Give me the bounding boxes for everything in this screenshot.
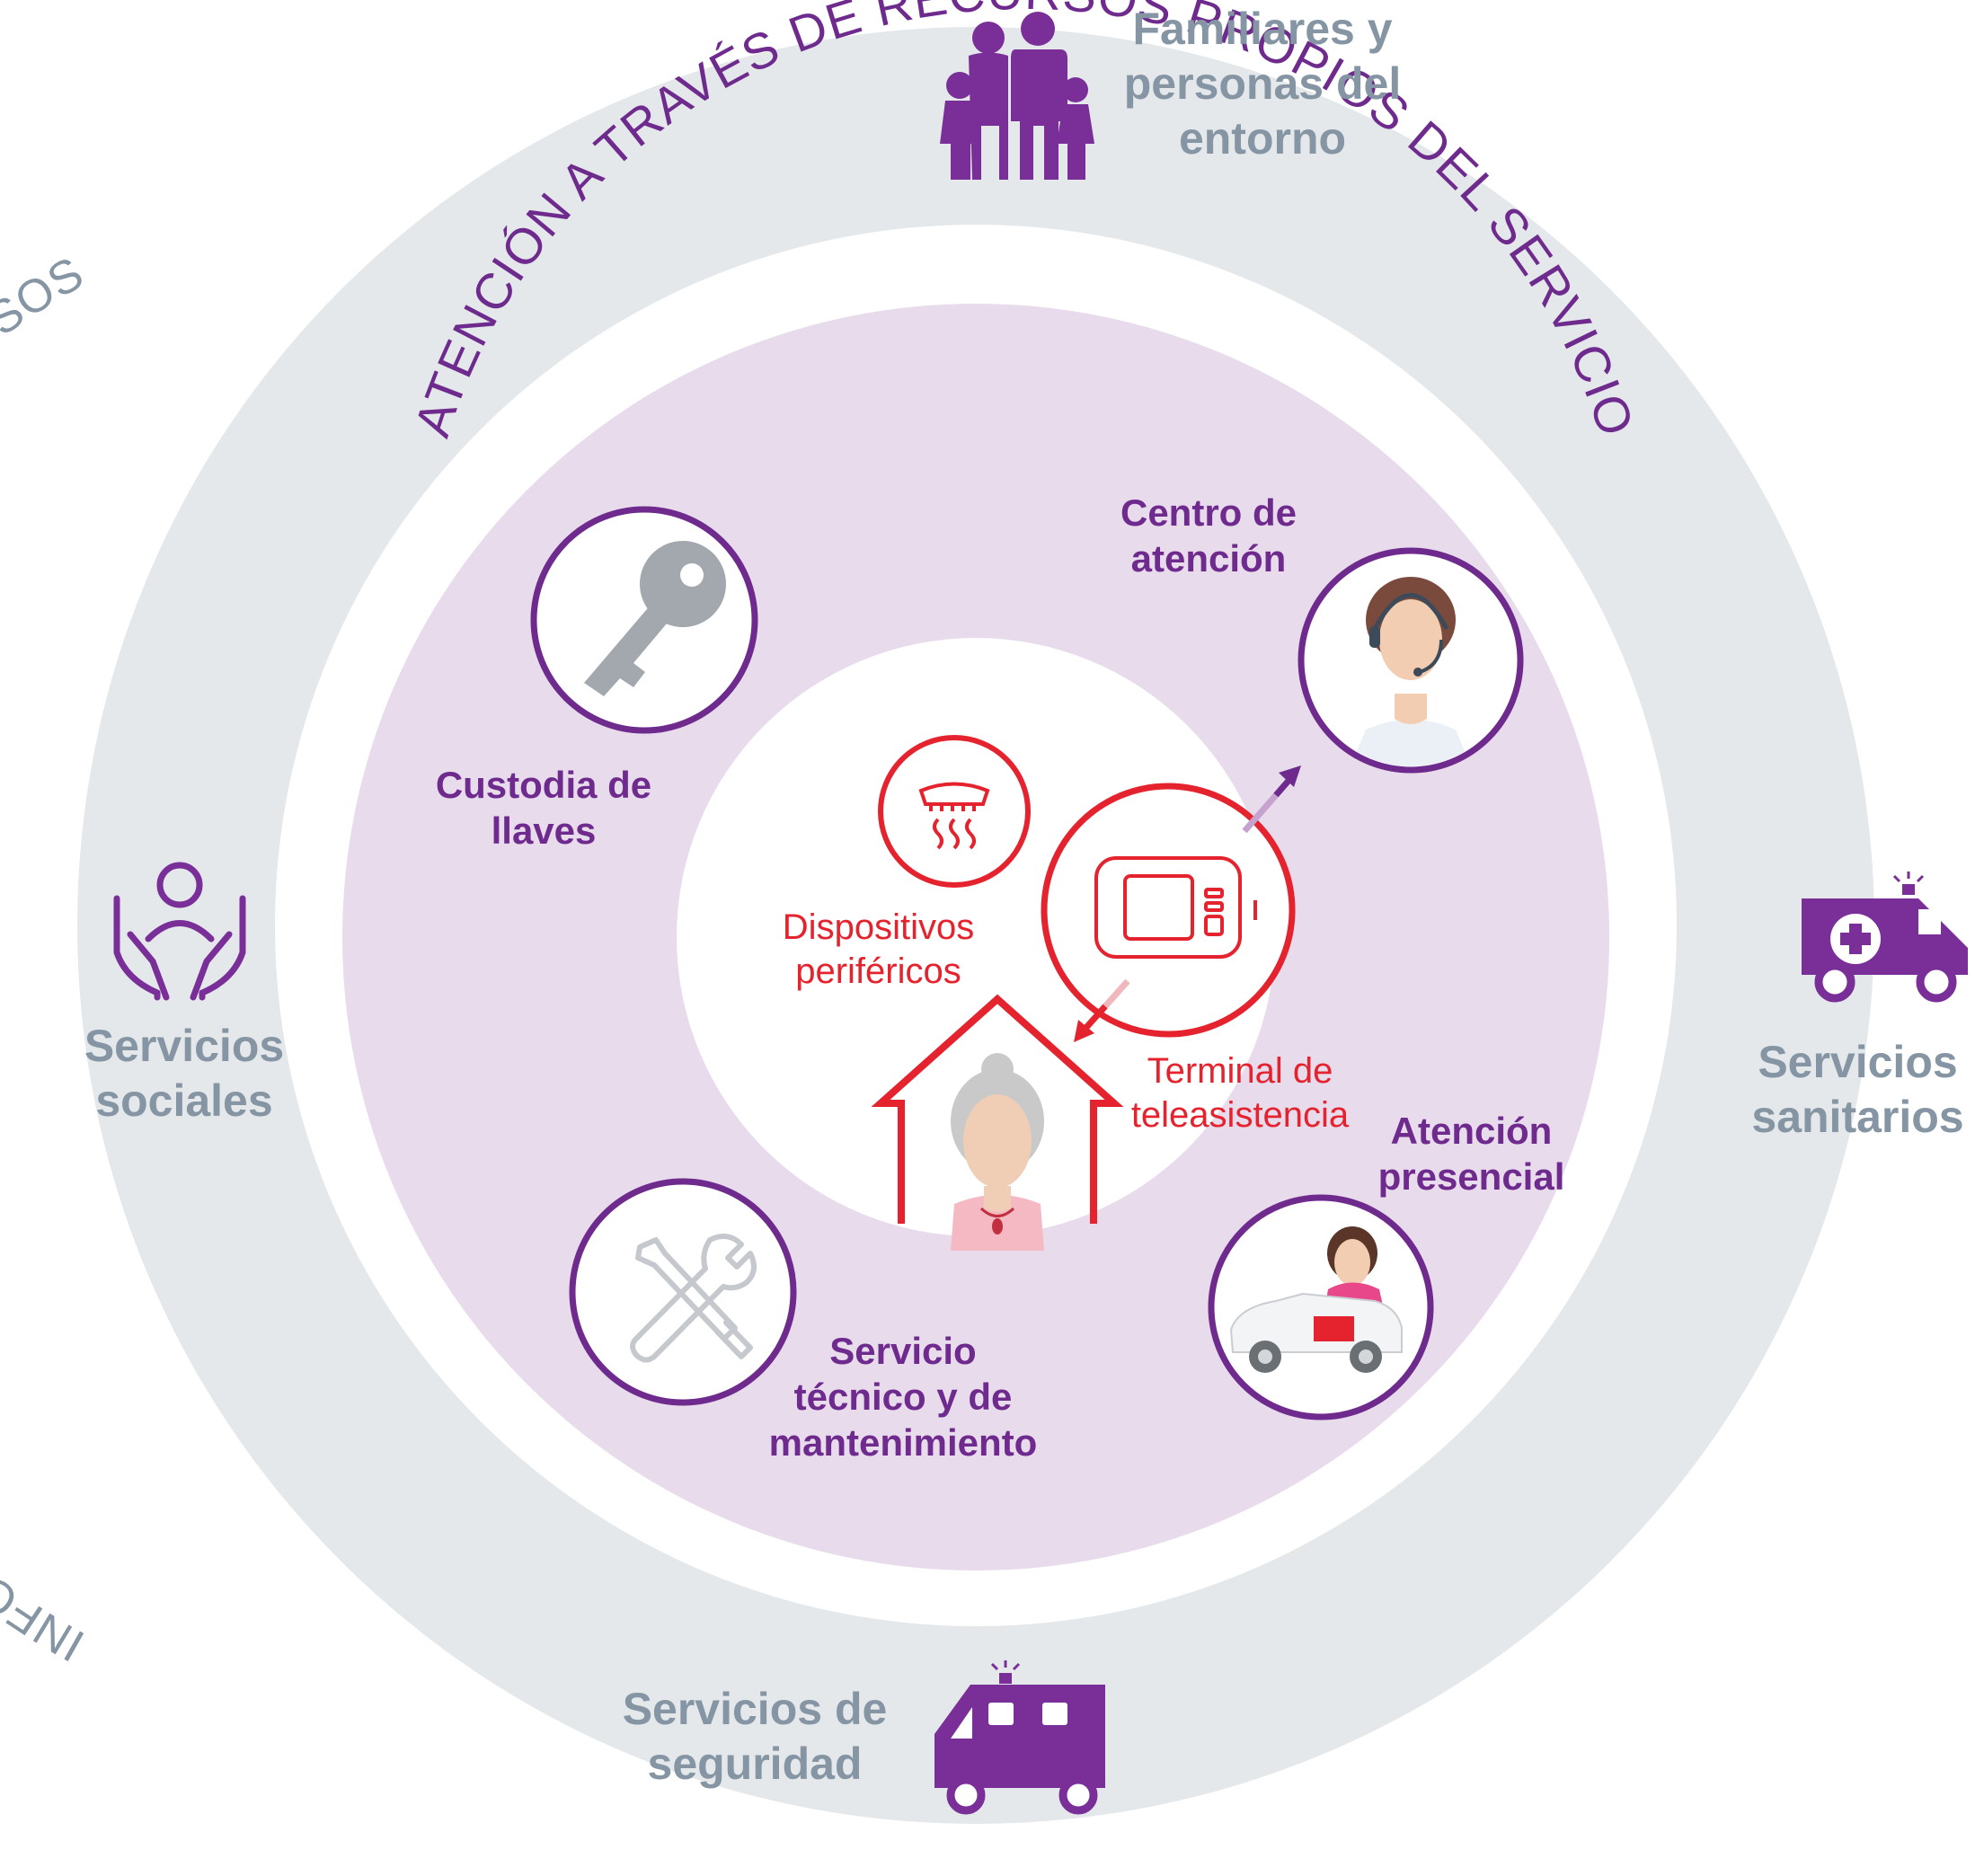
health-services-line2: sanitarios [1751,1092,1964,1142]
in-person-label: Atención presencial [1352,1108,1590,1199]
keys-label-line1: Custodia de [435,764,652,806]
elderly-woman-home-icon [871,994,1124,1251]
keys-label: Custodia de llaves [395,762,692,854]
terminal-circle [1041,783,1296,1038]
technical-label: Servicio técnico y de mantenimiento [746,1328,1060,1466]
core-circle [677,638,1275,1236]
family-label-line1: Familiares y [1132,4,1393,54]
family-label-line3: entorno [1178,113,1347,164]
security-services-line1: Servicios de [622,1684,888,1734]
center-label: Centro de atención [1069,490,1348,581]
devices-label: Dispositivos periféricos [746,906,1011,994]
terminal-label-line1: Terminal de [1147,1051,1333,1091]
smoke-detector-circle [878,735,1031,888]
arrow-terminal-to-home [1074,978,1130,1042]
car-visit-resource-circle [1208,1194,1434,1420]
family-label-line2: personas del [1123,58,1402,109]
arrow-terminal-to-center [1242,765,1301,834]
terminal-label-line2: teleasistencia [1130,1094,1350,1135]
security-services-line2: seguridad [647,1739,863,1789]
social-services-label: Servicios sociales [45,1019,323,1128]
keys-label-line2: llaves [491,810,597,853]
family-label: Familiares y personas del entorno [1069,2,1456,166]
car-visit-icon [1229,1226,1403,1373]
tools-icon [630,1234,757,1363]
smoke-detector-icon [918,782,990,850]
in-person-label-line1: Atención [1390,1110,1553,1152]
devices-label-line2: periféricos [795,951,961,991]
operator-resource-circle [1298,547,1524,774]
tools-resource-circle [569,1178,797,1406]
social-services-line1: Servicios [84,1021,285,1071]
key-resource-circle [530,506,758,734]
family-icon [940,12,1094,180]
technical-label-line3: mantenimiento [768,1421,1038,1465]
key-icon [584,541,726,696]
center-label-line1: Centro de [1120,491,1297,534]
caring-hands-icon [113,862,246,1001]
social-services-line2: sociales [95,1075,273,1126]
technical-label-line2: técnico y de [793,1376,1013,1419]
emergency-van-icon [934,1660,1105,1815]
health-services-label: Servicios sanitarios [1734,1035,1981,1145]
in-person-label-line2: presencial [1377,1155,1565,1199]
devices-label-line1: Dispositivos [782,907,975,947]
security-services-label: Servicios de seguridad [593,1682,917,1792]
terminal-device-icon [1094,856,1257,959]
ambulance-icon [1802,872,1968,1003]
operator-headset-icon [1348,577,1474,766]
health-services-line1: Servicios [1758,1037,1958,1087]
center-label-line2: atención [1130,537,1287,580]
technical-label-line1: Servicio [829,1330,977,1372]
terminal-label: Terminal de teleasistencia [1105,1049,1375,1137]
